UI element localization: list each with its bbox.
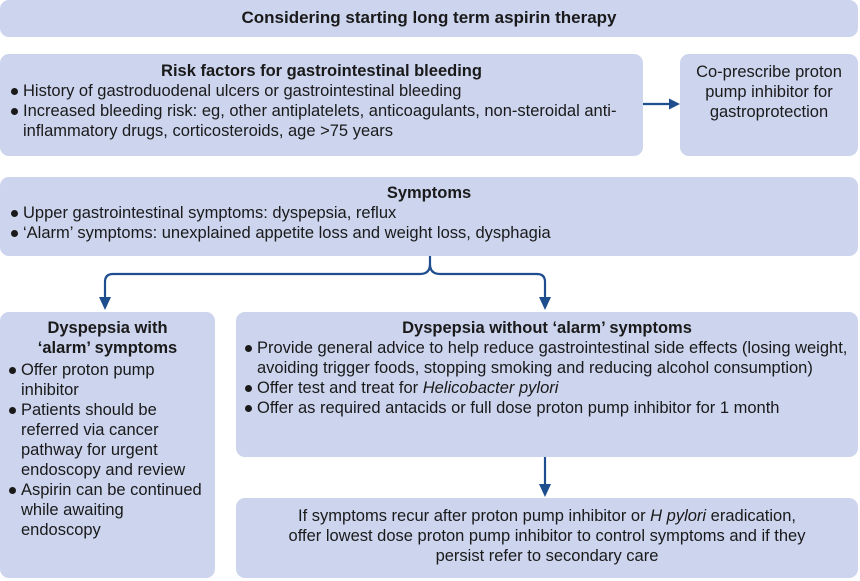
symptoms-box: Symptoms Upper gastrointestinal symptoms… <box>0 177 858 256</box>
top-title-box: Considering starting long term aspirin t… <box>0 0 858 37</box>
arrowhead-no-alarm <box>539 297 551 310</box>
alarm-dyspepsia-box: Dyspepsia with ‘alarm’ symptoms Offer pr… <box>0 312 215 578</box>
risk-factors-list: History of gastroduodenal ulcers or gast… <box>10 81 633 141</box>
coprescribe-text: Co-prescribe proton pump inhibitor for g… <box>696 63 842 121</box>
alarm-dyspepsia-title: Dyspepsia with ‘alarm’ symptoms <box>37 319 178 357</box>
recurrence-box: If symptoms recur after proton pump inhi… <box>236 498 858 578</box>
no-alarm-dyspepsia-list: Provide general advice to help reduce ga… <box>244 338 850 418</box>
symptom-item: ‘Alarm’ symptoms: unexplained appetite l… <box>10 223 848 243</box>
no-alarm-item: Provide general advice to help reduce ga… <box>244 338 850 378</box>
split-connector <box>103 256 547 298</box>
arrowhead-coprescribe <box>669 98 680 110</box>
h-pylori-prefix: Offer test and treat for <box>257 379 423 397</box>
no-alarm-item: Offer test and treat for Helicobacter py… <box>244 378 850 398</box>
risk-factor-item: History of gastroduodenal ulcers or gast… <box>10 81 633 101</box>
alarm-item: Offer proton pump inhibitor <box>8 360 207 400</box>
no-alarm-item: Offer as required antacids or full dose … <box>244 398 850 418</box>
top-title: Considering starting long term aspirin t… <box>241 8 617 27</box>
alarm-item: Aspirin can be continued while awaiting … <box>8 480 207 540</box>
alarm-item: Patients should be referred via cancer p… <box>8 400 207 480</box>
symptoms-title: Symptoms <box>386 184 472 202</box>
alarm-dyspepsia-list: Offer proton pump inhibitor Patients sho… <box>8 360 207 540</box>
arrowhead-alarm <box>99 297 111 310</box>
symptom-item: Upper gastrointestinal symptoms: dyspeps… <box>10 203 848 223</box>
recur-suffix: eradication, offer lowest dose proton pu… <box>288 507 806 565</box>
recur-prefix: If symptoms recur after proton pump inhi… <box>298 507 651 525</box>
coprescribe-box: Co-prescribe proton pump inhibitor for g… <box>680 54 858 156</box>
recur-italic: H pylori <box>650 507 707 525</box>
no-alarm-dyspepsia-box: Dyspepsia without ‘alarm’ symptoms Provi… <box>236 312 858 457</box>
h-pylori-name: Helicobacter pylori <box>422 379 559 397</box>
no-alarm-dyspepsia-title: Dyspepsia without ‘alarm’ symptoms <box>402 319 692 337</box>
risk-factors-title: Risk factors for gastrointestinal bleedi… <box>161 62 482 80</box>
risk-factor-item: Increased bleeding risk: eg, other antip… <box>10 101 633 141</box>
arrowhead-recurrence <box>539 484 551 497</box>
risk-factors-box: Risk factors for gastrointestinal bleedi… <box>0 54 643 156</box>
symptoms-list: Upper gastrointestinal symptoms: dyspeps… <box>10 203 848 243</box>
